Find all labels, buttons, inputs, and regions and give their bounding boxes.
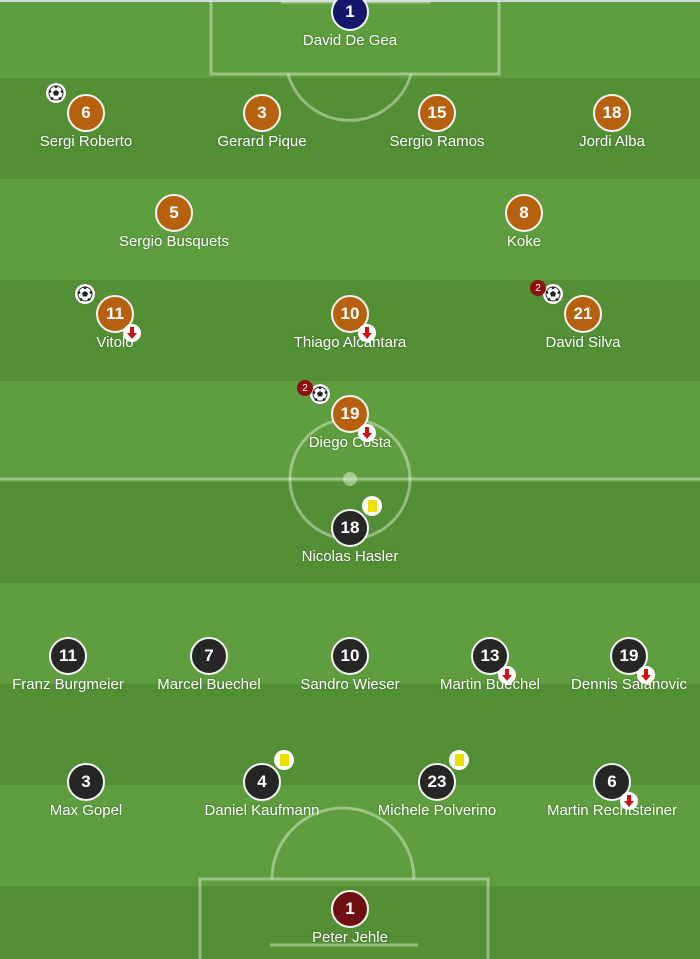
pitch-stripe <box>0 684 700 785</box>
player-name: Franz Burgmeier <box>12 676 124 693</box>
shirt-number: 13 <box>471 637 509 675</box>
player-name: Sergio Ramos <box>389 133 485 150</box>
shirt-number: 7 <box>190 637 228 675</box>
shirt-number: 18 <box>331 509 369 547</box>
shirt-number: 21 <box>564 295 602 333</box>
player-name: Nicolas Hasler <box>301 548 399 565</box>
player-name: Koke <box>506 233 542 250</box>
player-name: Sergi Roberto <box>39 133 133 150</box>
down-arrow-icon <box>358 424 376 442</box>
shirt-number: 1 <box>331 890 369 928</box>
shirt-number: 15 <box>418 94 456 132</box>
shirt-number: 18 <box>593 94 631 132</box>
yellow-card-icon <box>362 496 382 516</box>
shirt-number: 1 <box>331 0 369 31</box>
pitch-stripe <box>0 785 700 886</box>
player-name: Martin Buechel <box>439 676 541 693</box>
player-name: Peter Jehle <box>312 929 388 946</box>
player-name: Daniel Kaufmann <box>204 802 320 819</box>
player-name: David De Gea <box>302 32 398 49</box>
player-name: Martin Rechtsteiner <box>546 802 678 819</box>
shirt-number: 5 <box>155 194 193 232</box>
soccer-ball-icon <box>310 384 330 404</box>
player-name: Jordi Alba <box>579 133 645 150</box>
player-name: Dennis Salanovic <box>571 676 687 693</box>
player-name: Marcel Buechel <box>157 676 261 693</box>
shirt-number: 3 <box>67 763 105 801</box>
player-name: Michele Polverino <box>377 802 497 819</box>
soccer-ball-icon <box>543 284 563 304</box>
shirt-number: 10 <box>331 637 369 675</box>
pitch-stripe <box>0 78 700 179</box>
shirt-number: 8 <box>505 194 543 232</box>
shirt-number: 6 <box>67 94 105 132</box>
soccer-ball-icon <box>46 83 66 103</box>
down-arrow-icon <box>620 792 638 810</box>
shirt-number: 11 <box>49 637 87 675</box>
player-name: Thiago Alcantara <box>293 334 407 351</box>
shirt-number: 23 <box>418 763 456 801</box>
yellow-card-icon <box>449 750 469 770</box>
down-arrow-icon <box>358 324 376 342</box>
player-name: Sergio Busquets <box>118 233 230 250</box>
player-name: Sandro Wieser <box>300 676 400 693</box>
down-arrow-icon <box>498 666 516 684</box>
goal-count-badge: 2 <box>297 380 313 396</box>
down-arrow-icon <box>123 324 141 342</box>
player-name: Max Gopel <box>49 802 123 819</box>
goal-count-badge: 2 <box>530 280 546 296</box>
shirt-number: 4 <box>243 763 281 801</box>
down-arrow-icon <box>637 666 655 684</box>
shirt-number: 3 <box>243 94 281 132</box>
yellow-card-icon <box>274 750 294 770</box>
player-name: Diego Costa <box>308 434 392 451</box>
pitch-stripe <box>0 179 700 280</box>
shirt-number: 11 <box>96 295 134 333</box>
player-name: David Silva <box>545 334 621 351</box>
player-name: Vitolo <box>96 334 134 351</box>
player-name: Gerard Pique <box>217 133 307 150</box>
soccer-ball-icon <box>75 284 95 304</box>
